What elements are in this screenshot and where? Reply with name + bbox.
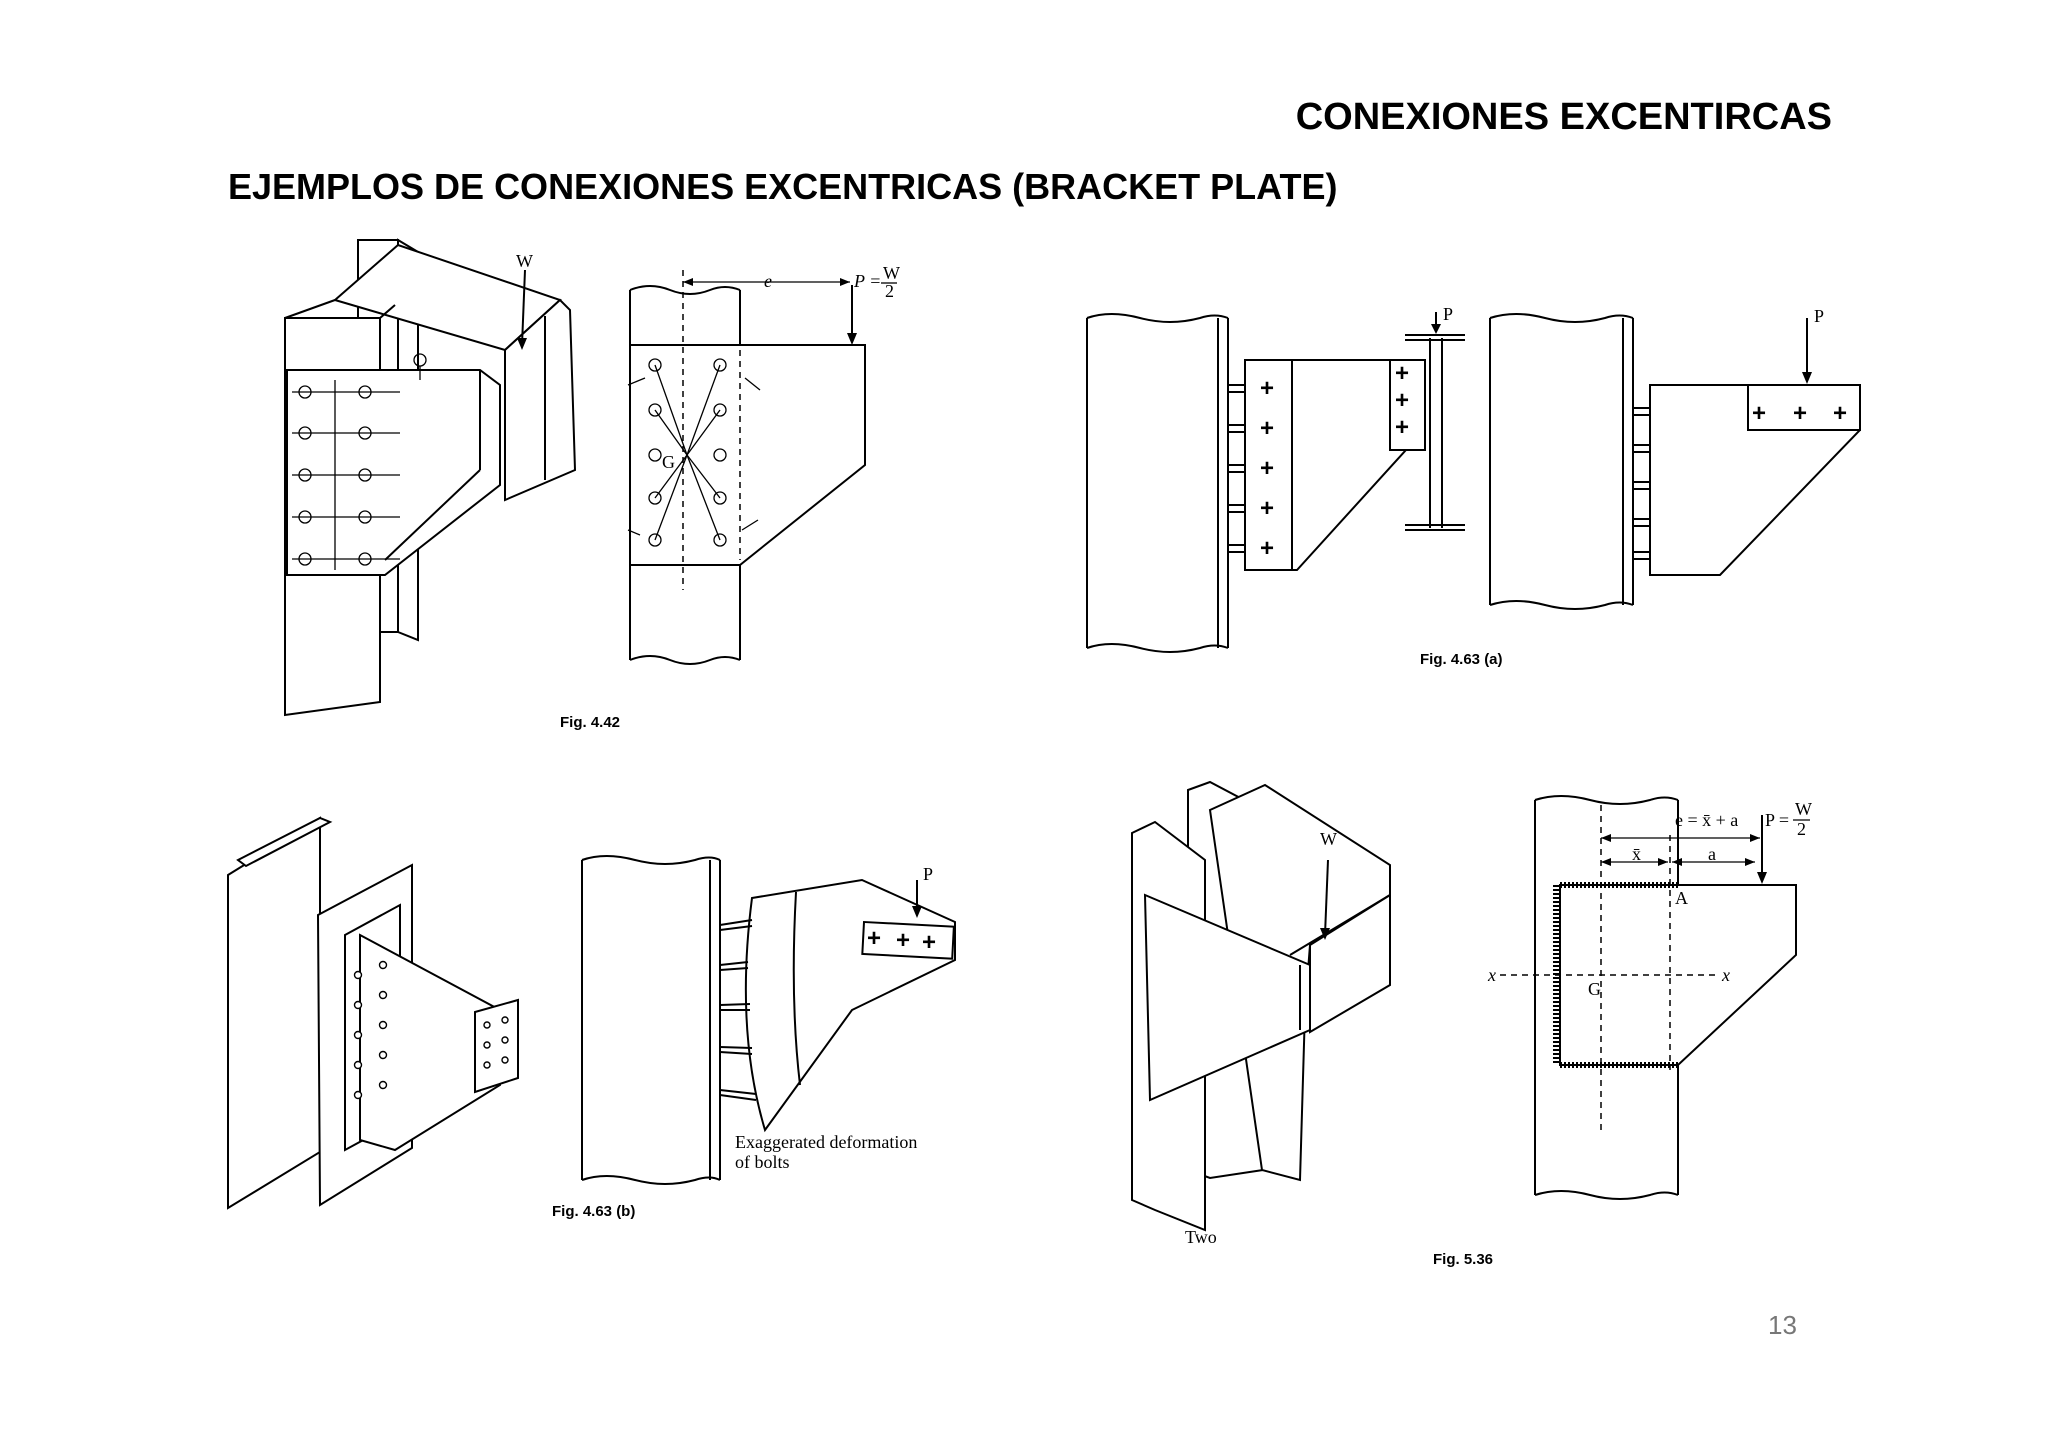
svg-text:+: +: [867, 925, 881, 952]
svg-text:+: +: [1793, 400, 1807, 427]
fig-536-a-label: a: [1708, 844, 1716, 864]
fig-442-load-eq-num: W: [883, 263, 900, 283]
fig-463b-load-label: P: [923, 864, 933, 884]
page-number: 13: [1768, 1310, 1797, 1340]
fig-536-load-eq-den: 2: [1797, 819, 1806, 839]
svg-text:+: +: [1260, 375, 1274, 402]
page-title: CONEXIONES EXCENTIRCAS: [1295, 96, 1832, 138]
fig-463b-note-line2: of bolts: [735, 1152, 790, 1172]
fig-463a-left-drawing: + + + + + + + +: [1086, 312, 1465, 653]
fig-463b-isometric-drawing: [227, 816, 519, 1210]
fig-536-isometric-drawing: [1131, 780, 1391, 1232]
svg-text:+: +: [1395, 387, 1409, 414]
fig-442-caption: Fig. 4.42: [560, 714, 620, 731]
fig-442-eccentricity-label: e: [764, 271, 772, 291]
fig-536-centroid-label: G: [1588, 979, 1601, 999]
fig-442-elevation-drawing: [627, 270, 866, 665]
svg-text:+: +: [1260, 455, 1274, 482]
svg-text:+: +: [1833, 400, 1847, 427]
svg-text:+: +: [1260, 415, 1274, 442]
fig-442-centroid-label: G: [662, 452, 675, 472]
fig-463b-elevation-drawing: + + +: [581, 855, 956, 1185]
fig-442-load-label: W: [516, 251, 533, 271]
fig-442-load-eq-den: 2: [885, 281, 894, 301]
svg-text:+: +: [1260, 495, 1274, 522]
svg-text:+: +: [1395, 360, 1409, 387]
svg-text:+: +: [922, 929, 936, 956]
fig-536-load-eq-num: W: [1795, 799, 1812, 819]
fig-463a-right-drawing: + + +: [1489, 313, 1861, 610]
fig-463b-note-line1: Exaggerated deformation: [735, 1132, 917, 1152]
fig-463a-load-label-1: P: [1443, 304, 1453, 324]
fig-536-axis-right: x: [1721, 965, 1730, 985]
fig-536-two-label: Two: [1185, 1227, 1217, 1247]
fig-536-elevation-drawing: [1500, 795, 1797, 1200]
fig-442-load-eq-lhs: P =: [853, 271, 881, 291]
svg-text:+: +: [1260, 535, 1274, 562]
fig-536-ecc-eq: e = x̄ + a: [1675, 810, 1738, 830]
fig-463a-caption: Fig. 4.63 (a): [1420, 651, 1503, 668]
svg-text:+: +: [1395, 414, 1409, 441]
fig-536-xbar-label: x̄: [1632, 844, 1641, 864]
svg-text:+: +: [1752, 400, 1766, 427]
fig-442-isometric-drawing: [284, 238, 577, 717]
fig-536-axis-left: x: [1487, 965, 1496, 985]
fig-463a-load-label-2: P: [1814, 306, 1824, 326]
svg-text:+: +: [896, 927, 910, 954]
fig-536-load-eq-lhs: P =: [1765, 810, 1789, 830]
fig-536-load-label: W: [1320, 829, 1337, 849]
fig-463b-caption: Fig. 4.63 (b): [552, 1203, 635, 1220]
fig-536-point-label: A: [1675, 888, 1688, 908]
page-subtitle: EJEMPLOS DE CONEXIONES EXCENTRICAS (BRAC…: [228, 166, 1338, 207]
fig-536-caption: Fig. 5.36: [1433, 1251, 1493, 1268]
